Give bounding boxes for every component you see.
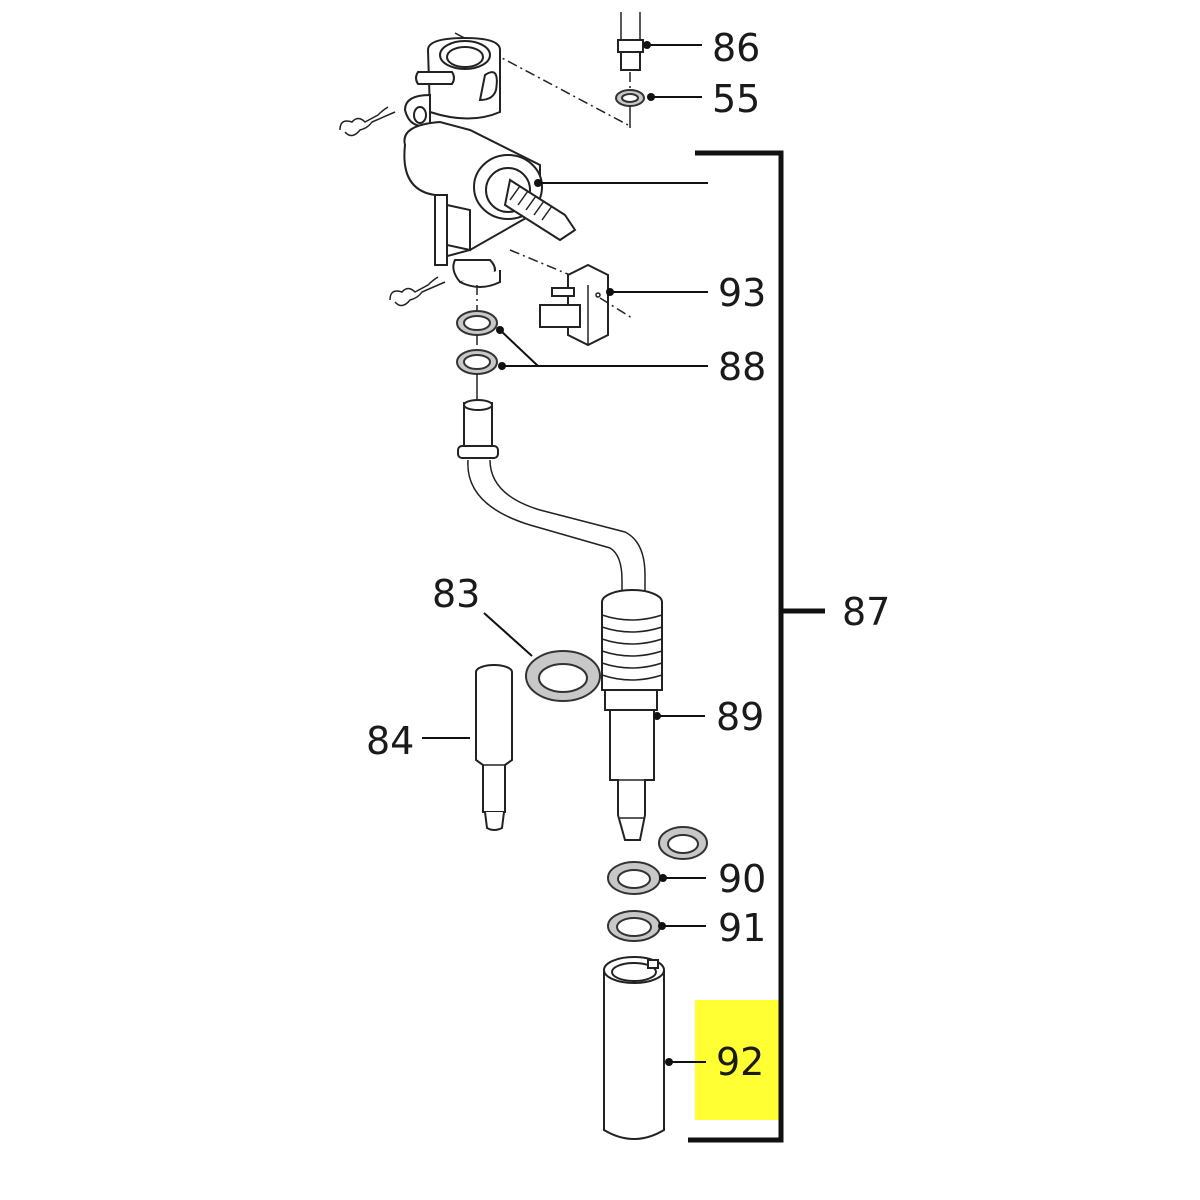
part-91-ring: [607, 910, 661, 942]
label-88: 88: [718, 345, 767, 389]
part-93-microswitch: [509, 249, 633, 347]
assembly-bracket: [688, 150, 784, 1143]
label-83: 83: [432, 572, 481, 616]
label-93: 93: [718, 271, 767, 315]
part-55-washer: [615, 89, 645, 128]
label-55: 55: [712, 77, 761, 121]
part-87-valve-body: [403, 36, 577, 288]
label-87: 87: [842, 590, 891, 634]
part-84-pin: [475, 664, 513, 831]
part-89-steam-pipe: [457, 399, 663, 841]
label-90: 90: [718, 857, 767, 901]
label-86: 86: [712, 26, 761, 70]
part-83-gasket: [525, 650, 601, 702]
clip-lower: [389, 276, 446, 307]
clip-upper: [339, 106, 396, 137]
highlight-part-92: [695, 1000, 781, 1120]
label-92: 92: [716, 1040, 765, 1084]
label-84: 84: [366, 719, 415, 763]
part-86-fitting: [617, 12, 644, 90]
label-91: 91: [718, 906, 767, 950]
part-92-sleeve: [603, 956, 665, 1140]
label-89: 89: [716, 695, 765, 739]
part-88-seals: [456, 285, 498, 400]
part-90-ring: [607, 861, 661, 895]
